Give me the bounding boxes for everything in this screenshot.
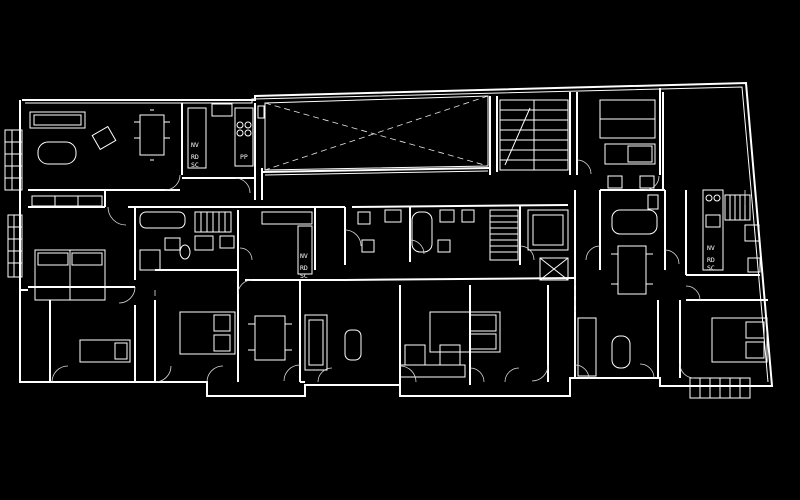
label-pp: PP <box>240 153 248 161</box>
elevator-1 <box>527 209 569 251</box>
label-rd-2: RD <box>300 264 308 272</box>
dining-mid <box>248 315 292 361</box>
stair-mid <box>489 209 519 261</box>
stair-top <box>499 99 569 171</box>
label-rd-1: RD <box>191 153 199 161</box>
dining-table-top-left <box>134 109 170 161</box>
coffee-table <box>37 141 77 165</box>
balcony-left-top <box>4 129 23 191</box>
bed-top-right <box>599 99 656 165</box>
kitchen-top-left: NV RD SC PP <box>187 103 265 169</box>
label-rd-3: RD <box>707 256 715 264</box>
sofa-top-left <box>29 111 86 129</box>
label-sc-2: SC <box>300 272 308 280</box>
label-nv-1: NV <box>191 141 199 149</box>
dining-right <box>611 245 653 295</box>
wardrobe-left <box>31 195 103 207</box>
label-nv-3: NV <box>707 244 715 252</box>
balcony-left-bottom <box>7 214 23 278</box>
label-nv-2: NV <box>300 252 308 260</box>
label-sc-1: SC <box>191 161 199 169</box>
dashed-bay-lines <box>154 190 746 312</box>
bed-right <box>711 317 768 363</box>
fixtures-right <box>744 224 761 273</box>
sofa-right <box>577 317 631 377</box>
kitchen-right: NV RD SC <box>702 189 724 272</box>
bed-center <box>399 311 501 378</box>
bath-left <box>139 211 235 271</box>
bath-right <box>607 175 659 235</box>
bed-left-single <box>79 339 131 363</box>
bath-center <box>357 209 475 253</box>
label-sc-3: SC <box>707 264 715 272</box>
door-swings <box>51 159 701 383</box>
stair-small-left <box>194 211 232 233</box>
kitchen-mid-left: NV RD SC <box>261 211 313 280</box>
sofa-mid <box>304 314 328 371</box>
lightwell <box>264 95 489 176</box>
armchair <box>91 125 117 151</box>
balcony-bottom-right <box>689 377 751 399</box>
bed-center-left <box>179 311 236 355</box>
table-mid <box>344 329 362 361</box>
building-outline <box>19 81 774 397</box>
stair-small-right <box>724 194 751 221</box>
bed-left-double <box>34 249 106 301</box>
interior-walls <box>20 88 768 385</box>
elevator-2 <box>539 257 569 281</box>
